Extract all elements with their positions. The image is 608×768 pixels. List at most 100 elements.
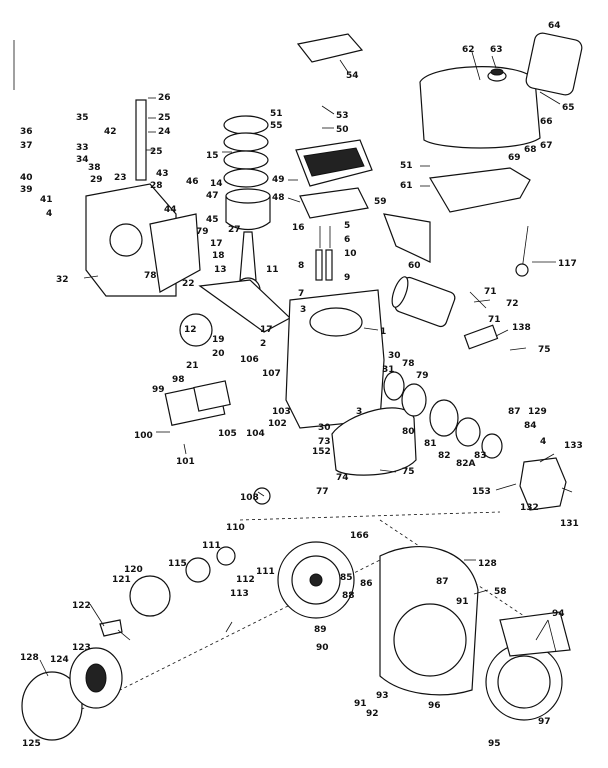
label-113: 113: [230, 589, 249, 599]
label-13: 13: [214, 265, 227, 275]
valve-spring-1: [315, 249, 323, 281]
label-29: 29: [90, 175, 103, 185]
crankshaft: [198, 279, 292, 333]
breather-tube: [135, 99, 147, 181]
label-84: 84: [524, 421, 537, 431]
label-16: 16: [292, 223, 305, 233]
label-133: 152: [312, 447, 331, 457]
fuel-cap-top: [490, 68, 504, 76]
label-15: 15: [206, 151, 219, 161]
label-53: 53: [336, 111, 349, 121]
label-17a: 17: [210, 239, 223, 249]
label-31: 31: [382, 365, 395, 375]
label-65: 65: [562, 103, 575, 113]
label-80: 80: [402, 427, 415, 437]
label-49: 49: [272, 175, 285, 185]
air-cleaner-bracket: [99, 619, 123, 637]
label-4b: 4: [540, 437, 546, 447]
label-74: 74: [336, 473, 349, 483]
label-9: 9: [344, 273, 350, 283]
label-3b: 3: [356, 407, 362, 417]
label-48: 48: [272, 193, 285, 203]
screen-shroud: [499, 611, 571, 657]
label-5: 5: [344, 221, 350, 231]
label-107: 107: [262, 369, 281, 379]
label-75b: 75: [402, 467, 415, 477]
breaker-plate-gasket: [193, 380, 231, 412]
label-71a: 71: [484, 287, 497, 297]
label-26: 26: [158, 93, 171, 103]
label-38: 38: [88, 163, 101, 173]
label-101: 101: [176, 457, 195, 467]
label-10: 10: [344, 249, 357, 259]
label-129: 131: [560, 519, 579, 529]
label-79: 79: [196, 227, 209, 237]
label-51a: 51: [270, 109, 283, 119]
piston-top: [225, 188, 271, 204]
label-61: 61: [400, 181, 413, 191]
label-92: 92: [366, 709, 379, 719]
label-62: 62: [462, 45, 475, 55]
label-54: 54: [346, 71, 359, 81]
label-131: 133: [564, 441, 583, 451]
label-98: 98: [172, 375, 185, 385]
clutch-housing: [185, 557, 211, 583]
label-23: 23: [114, 173, 127, 183]
label-82: 82: [438, 451, 451, 461]
label-126b: 128: [20, 653, 39, 663]
label-99: 99: [152, 385, 165, 395]
piston-ring-4: [223, 168, 269, 188]
carburetor: [519, 457, 567, 511]
label-90: 90: [316, 643, 329, 653]
label-91: 91: [456, 597, 469, 607]
label-4a: 4: [46, 209, 52, 219]
label-17b: 17: [260, 325, 273, 335]
label-91b: 91: [354, 699, 367, 709]
label-77: 77: [316, 487, 329, 497]
bearing-ring: [401, 383, 427, 417]
governor-knob: [515, 263, 529, 277]
label-46: 46: [186, 177, 199, 187]
label-110: 110: [226, 523, 245, 533]
clutch-spring: [216, 546, 236, 566]
label-126: 128: [478, 559, 497, 569]
label-36: 36: [20, 127, 33, 137]
label-79b: 79: [416, 371, 429, 381]
label-59: 59: [374, 197, 387, 207]
gasket-ring-1: [429, 399, 459, 437]
label-3a: 3: [300, 305, 306, 315]
label-22: 22: [182, 279, 195, 289]
label-45: 45: [206, 215, 219, 225]
label-28: 28: [150, 181, 163, 191]
label-88: 88: [342, 591, 355, 601]
flywheel-center: [309, 573, 323, 587]
label-97: 97: [538, 717, 551, 727]
label-33: 33: [76, 143, 89, 153]
label-41: 41: [40, 195, 53, 205]
oil-seal: [383, 371, 405, 401]
cam-gear: [179, 313, 213, 347]
label-152: 166: [350, 531, 369, 541]
label-82A: 82A: [456, 459, 476, 469]
fuel-tank: [419, 66, 541, 149]
label-55: 55: [270, 121, 283, 131]
label-19: 19: [212, 335, 225, 345]
label-11a: 11: [266, 265, 279, 275]
label-25a: 25: [158, 113, 171, 123]
label-85a: 85: [340, 573, 353, 583]
label-66: 66: [540, 117, 553, 127]
label-130: 132: [520, 503, 539, 513]
label-104: 104: [246, 429, 265, 439]
label-44: 44: [164, 205, 177, 215]
label-117: 117: [558, 259, 577, 269]
label-2: 2: [260, 339, 266, 349]
label-112: 112: [236, 575, 255, 585]
label-24: 24: [158, 127, 171, 137]
label-39: 39: [20, 185, 33, 195]
label-27: 27: [228, 225, 241, 235]
label-78: 78: [144, 271, 157, 281]
label-89: 89: [314, 625, 327, 635]
label-96: 96: [428, 701, 441, 711]
label-95: 95: [488, 739, 501, 749]
head-gasket: [299, 187, 369, 219]
